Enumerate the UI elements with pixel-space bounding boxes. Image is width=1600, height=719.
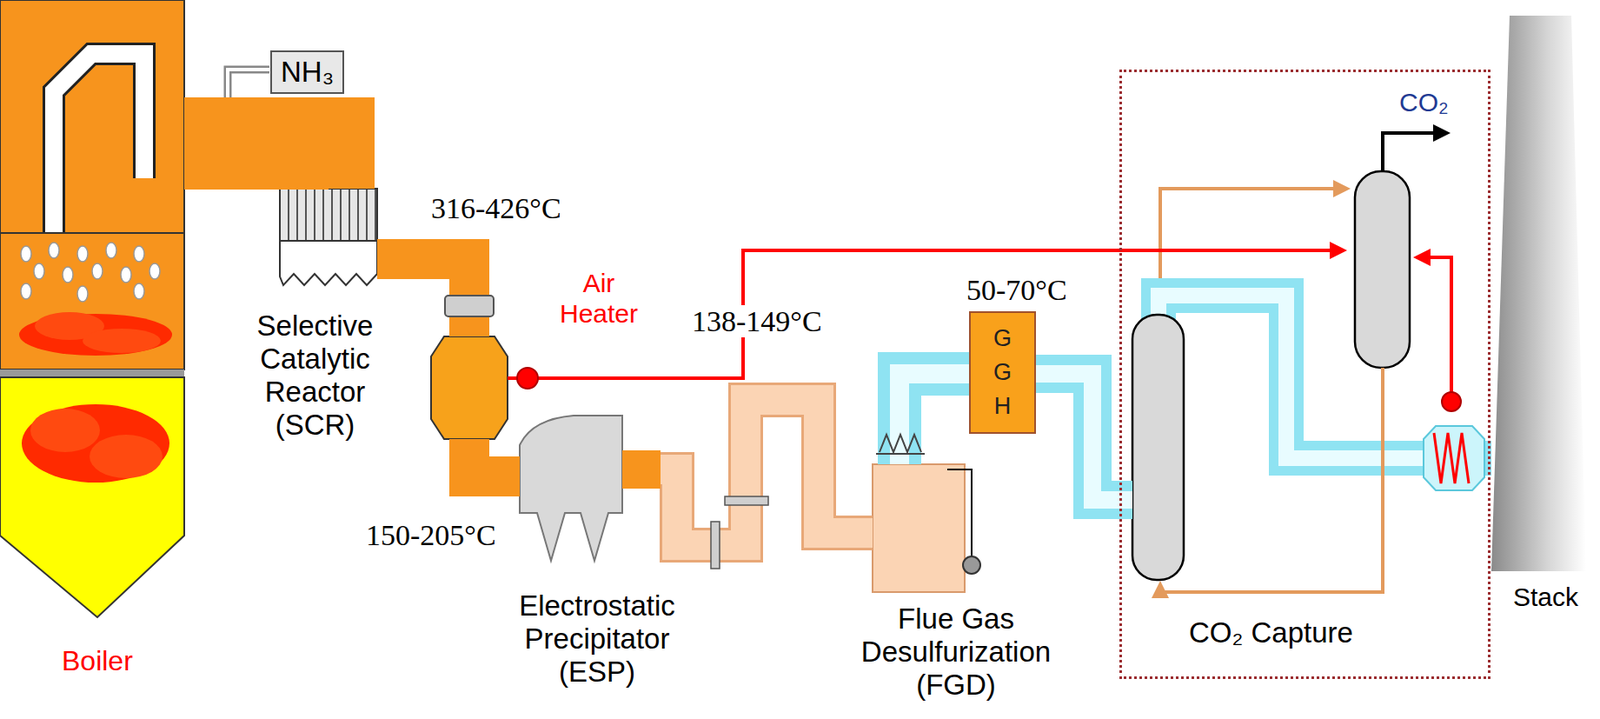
absorber-column <box>1132 314 1184 580</box>
spray-header <box>876 452 925 455</box>
boiler-label: Boiler <box>61 644 133 678</box>
scrubber: Flue Gas Desulfurization (FGD) <box>872 464 965 592</box>
flue-duct-stroke <box>622 399 873 545</box>
scrubber-label: Flue Gas Desulfurization (FGD) <box>842 602 1070 702</box>
heat-exchanger-coil <box>1434 432 1469 484</box>
pump-symbol <box>1441 391 1461 412</box>
duct-flange <box>710 521 720 569</box>
flue-duct-stroke <box>184 143 329 189</box>
recycle-line <box>947 469 972 557</box>
boiler-top <box>0 0 185 233</box>
stack: Stack <box>1491 15 1587 571</box>
catalyst-layers <box>279 188 378 241</box>
flue-duct-stroke <box>622 399 873 545</box>
product-label: CO₂ <box>1399 87 1449 117</box>
co2-outlet-line <box>1382 132 1448 172</box>
duct-stub <box>622 450 661 489</box>
boiler-wall <box>53 53 145 233</box>
air-heater-label: Air Heater <box>550 268 648 329</box>
boiler-hopper <box>0 377 185 618</box>
clean-gas-duct-stroke <box>1490 440 1492 476</box>
clean-gas-duct <box>1035 373 1133 500</box>
flue-duct <box>184 143 329 189</box>
reheater-box: GGH <box>969 311 1036 434</box>
reheater-box-label: GGH <box>990 321 1015 424</box>
clean-gas-duct <box>899 373 970 465</box>
clean-gas-duct <box>1490 458 1492 459</box>
boiler: Boiler <box>0 0 185 618</box>
capture-region-label: CO₂ Capture <box>1188 616 1354 650</box>
boiler-wall-edge <box>53 53 145 233</box>
reagent-box-label: NH₃ <box>280 55 334 89</box>
flame <box>19 312 173 356</box>
temperature-label: 150-205°C <box>365 518 497 552</box>
flue-duct-stroke <box>469 438 520 477</box>
steam-line-stroke <box>507 250 1344 379</box>
temperature-label: 138-149°C <box>689 305 825 338</box>
flame <box>21 404 170 483</box>
duct-flange <box>724 496 769 505</box>
clean-gas-duct-stroke <box>1035 373 1133 500</box>
stack-body <box>1491 15 1587 571</box>
reactor: Selective Catalytic Reactor (SCR) <box>279 188 378 287</box>
clean-gas-duct-stroke <box>899 373 970 465</box>
flue-duct <box>469 438 520 477</box>
steam-line <box>1416 257 1452 393</box>
duct-damper <box>444 295 494 317</box>
pump-symbol <box>962 556 981 574</box>
precipitator: Electrostatic Precipitator (ESP) <box>519 415 623 561</box>
boiler-drawing <box>0 0 185 618</box>
clean-gas-duct-stroke <box>1035 373 1133 500</box>
air-heater-body <box>431 336 508 439</box>
burner-dots <box>20 242 160 302</box>
reagent-box: NH₃ <box>270 50 345 94</box>
flue-duct <box>622 399 873 545</box>
lean-solvent-line <box>1160 367 1383 592</box>
steam-line <box>507 250 1344 379</box>
catalyst-bed <box>279 240 378 286</box>
scrubber-body <box>872 464 965 592</box>
temperature-label: 50-70°C <box>966 273 1068 306</box>
boiler-grate <box>0 369 185 378</box>
temperature-label: 316-426°C <box>431 192 562 225</box>
heat-exchanger <box>1423 425 1485 491</box>
stripper-column <box>1354 171 1410 368</box>
stack-label: Stack <box>1513 582 1579 613</box>
air-heater: Air Heater <box>431 336 508 439</box>
precipitator-label: Electrostatic Precipitator (ESP) <box>492 589 702 689</box>
clean-gas-duct-stroke <box>899 373 970 465</box>
capture-region: CO₂ Capture <box>1119 69 1491 679</box>
reactor-label: Selective Catalytic Reactor (SCR) <box>239 309 392 442</box>
rich-solvent-line <box>1160 188 1348 279</box>
boiler-furnace <box>0 232 185 370</box>
precipitator-body <box>519 415 623 561</box>
spray-nozzles <box>879 434 922 452</box>
fan-symbol <box>517 367 538 389</box>
